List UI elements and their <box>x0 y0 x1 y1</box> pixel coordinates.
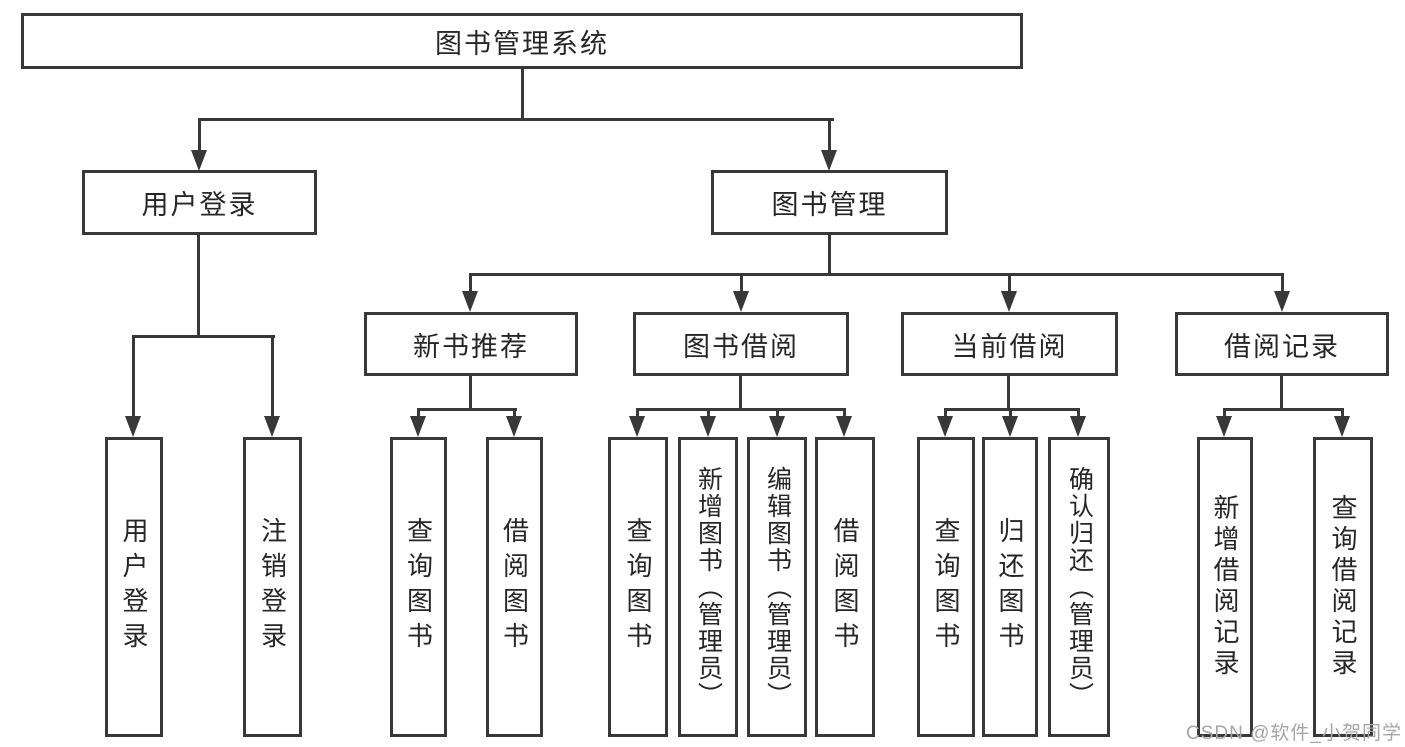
leaf-query-books-borrow: 查询图书 <box>608 437 668 737</box>
arrowhead-down-icon <box>410 416 426 437</box>
arrowhead-down-icon <box>1216 416 1232 437</box>
leaf-query-borrow-record-label: 查询借阅记录 <box>1328 494 1358 680</box>
connector-line <box>521 69 524 118</box>
leaf-user-login: 用户登录 <box>105 437 163 737</box>
node-new-book-recommend-label: 新书推荐 <box>413 331 529 362</box>
arrowhead-down-icon <box>462 291 478 312</box>
leaf-logout: 注销登录 <box>243 437 302 737</box>
connector-line <box>132 335 135 419</box>
leaf-add-book-admin-label: 新增图书（管理员） <box>694 465 723 709</box>
connector-line <box>843 408 846 419</box>
node-user-login-label: 用户登录 <box>141 190 258 220</box>
node-borrow-records-label: 借阅记录 <box>1224 331 1340 362</box>
leaf-edit-book-admin: 编辑图书（管理员） <box>747 437 807 737</box>
connector-line <box>271 335 274 419</box>
connector-line <box>417 408 420 419</box>
node-root-label: 图书管理系统 <box>435 28 609 59</box>
leaf-add-borrow-record: 新增借阅记录 <box>1197 437 1253 737</box>
connector-line <box>197 235 200 335</box>
leaf-borrow-book-recommend: 借阅图书 <box>486 437 543 737</box>
leaf-return-book: 归还图书 <box>982 437 1038 737</box>
leaf-borrow-book: 借阅图书 <box>815 437 875 737</box>
connector-line <box>944 408 1080 411</box>
connector-line <box>1281 273 1284 294</box>
arrowhead-down-icon <box>733 291 749 312</box>
arrowhead-down-icon <box>1002 416 1018 437</box>
leaf-confirm-return-admin: 确认归还（管理员） <box>1048 437 1110 737</box>
arrowhead-down-icon <box>125 416 141 437</box>
connector-line <box>1009 408 1012 419</box>
connector-line <box>776 408 779 419</box>
connector-line <box>1223 408 1226 419</box>
node-current-borrowing-label: 当前借阅 <box>951 331 1068 362</box>
connector-line <box>513 408 516 419</box>
connector-line <box>828 235 831 273</box>
node-book-management: 图书管理 <box>711 170 948 235</box>
arrowhead-down-icon <box>506 416 522 437</box>
leaf-borrow-book-recommend-label: 借阅图书 <box>499 517 530 657</box>
arrowhead-down-icon <box>1274 291 1290 312</box>
leaf-query-books-recommend: 查询图书 <box>390 437 447 737</box>
leaf-query-books-recommend-label: 查询图书 <box>403 517 434 657</box>
connector-line <box>1280 376 1283 408</box>
connector-line <box>944 408 947 419</box>
arrowhead-down-icon <box>700 416 716 437</box>
connector-line <box>469 273 1284 276</box>
leaf-confirm-return-admin-label: 确认归还（管理员） <box>1065 465 1094 709</box>
connector-line <box>198 118 834 121</box>
leaf-return-book-label: 归还图书 <box>995 517 1025 657</box>
arrowhead-down-icon <box>264 416 280 437</box>
connector-line <box>1077 408 1080 419</box>
leaf-borrow-book-label: 借阅图书 <box>830 517 860 657</box>
connector-line <box>828 118 831 152</box>
leaf-user-login-label: 用户登录 <box>119 517 149 657</box>
connector-line <box>469 273 472 294</box>
node-book-borrowing: 图书借阅 <box>633 312 849 376</box>
node-book-management-label: 图书管理 <box>771 190 888 220</box>
connector-line <box>1341 408 1344 419</box>
arrowhead-down-icon <box>1334 416 1350 437</box>
connector-line <box>636 408 639 419</box>
arrowhead-down-icon <box>821 150 837 171</box>
leaf-logout-label: 注销登录 <box>257 517 288 657</box>
connector-line <box>417 408 517 411</box>
node-borrow-records: 借阅记录 <box>1175 312 1389 376</box>
arrowhead-down-icon <box>1070 416 1086 437</box>
connector-line <box>636 408 846 411</box>
connector-line <box>198 118 201 152</box>
leaf-add-book-admin: 新增图书（管理员） <box>678 437 738 737</box>
connector-line <box>1007 376 1010 408</box>
leaf-query-books-current: 查询图书 <box>917 437 975 737</box>
node-new-book-recommend: 新书推荐 <box>364 312 578 376</box>
leaf-query-borrow-record: 查询借阅记录 <box>1313 437 1373 737</box>
node-current-borrowing: 当前借阅 <box>901 312 1118 376</box>
leaf-add-borrow-record-label: 新增借阅记录 <box>1210 494 1240 680</box>
arrowhead-down-icon <box>769 416 785 437</box>
connector-line <box>469 376 472 408</box>
connector-line <box>740 273 743 294</box>
node-user-login: 用户登录 <box>82 170 317 235</box>
node-root: 图书管理系统 <box>21 13 1023 69</box>
node-book-borrowing-label: 图书借阅 <box>683 331 799 362</box>
arrowhead-down-icon <box>629 416 645 437</box>
arrowhead-down-icon <box>191 150 207 171</box>
leaf-query-books-current-label: 查询图书 <box>931 517 961 657</box>
connector-line <box>132 335 275 338</box>
leaf-query-books-borrow-label: 查询图书 <box>623 517 653 657</box>
csdn-watermark: CSDN @软件_小贺同学 <box>1186 723 1402 744</box>
arrowhead-down-icon <box>1001 291 1017 312</box>
connector-line <box>707 408 710 419</box>
connector-line <box>1223 408 1344 411</box>
connector-line <box>1008 273 1011 294</box>
arrowhead-down-icon <box>937 416 953 437</box>
arrowhead-down-icon <box>836 416 852 437</box>
connector-line <box>739 376 742 408</box>
leaf-edit-book-admin-label: 编辑图书（管理员） <box>763 465 792 709</box>
